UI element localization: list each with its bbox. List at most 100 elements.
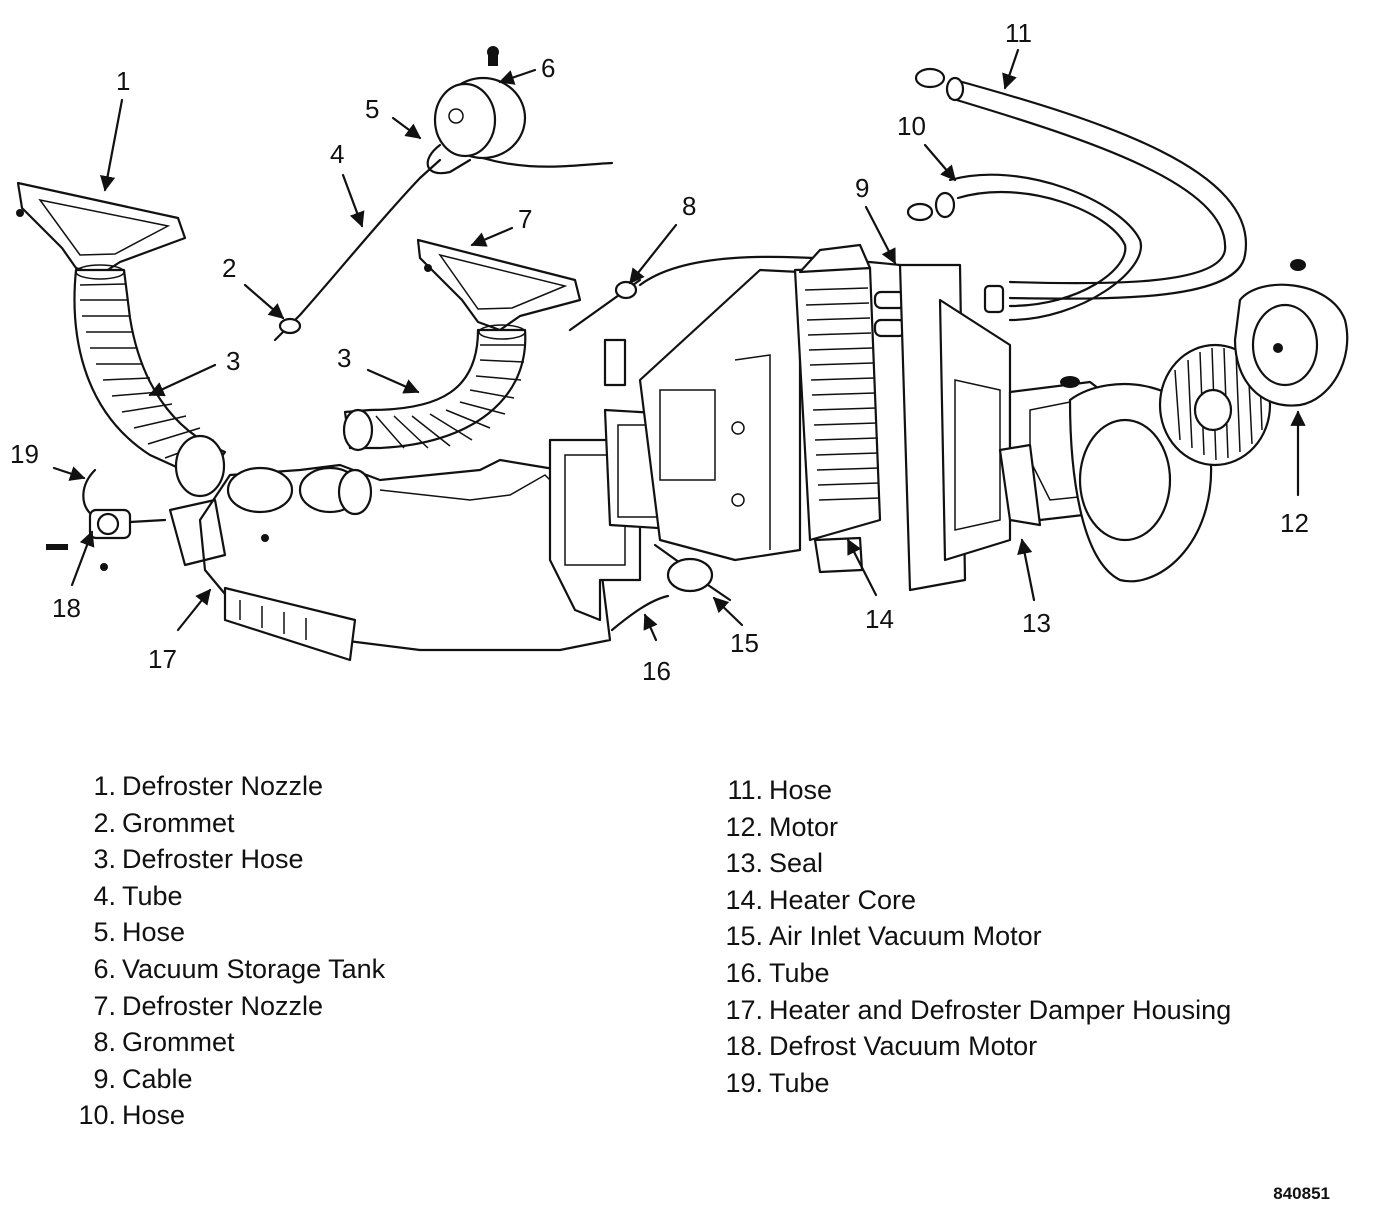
legend-label: Hose <box>122 917 186 948</box>
vacuum-storage-tank <box>426 46 527 175</box>
exploded-heater-diagram: 1 2 3 3 4 5 6 7 8 9 10 11 12 13 14 15 16… <box>10 18 1349 686</box>
legend-item-4: 4.Tube <box>68 878 385 915</box>
legend-num: 11. <box>727 775 763 805</box>
defroster-nozzle-left <box>16 181 187 277</box>
legend-item-17: 17.Heater and Defroster Damper Housing <box>715 992 1231 1029</box>
legend-item-10: 10.Hose <box>68 1097 385 1134</box>
legend-num: 8. <box>93 1027 116 1058</box>
legend-item-6: 6.Vacuum Storage Tank <box>68 951 385 988</box>
legend-right: 11.Hose 12.Motor 13.Seal 14.Heater Core … <box>715 772 1231 1101</box>
legend-item-1: 1.Defroster Nozzle <box>68 768 385 805</box>
legend-item-7: 7.Defroster Nozzle <box>68 988 385 1025</box>
callout-9: 9 <box>855 173 869 203</box>
legend-label: Seal <box>769 848 824 879</box>
grommet-2 <box>278 317 302 335</box>
legend-item-13: 13.Seal <box>715 845 1231 882</box>
callout-12: 12 <box>1280 508 1309 538</box>
legend-num: 12. <box>725 811 763 842</box>
legend-num: 1. <box>93 771 116 801</box>
legend-label: Air Inlet Vacuum Motor <box>769 921 1042 952</box>
grommet-8 <box>568 278 642 332</box>
legend-item-18: 18.Defrost Vacuum Motor <box>715 1028 1231 1065</box>
legend-num: 6. <box>93 953 116 984</box>
hose-10 <box>906 173 1143 322</box>
hose-11 <box>914 67 1248 300</box>
damper-housing <box>168 458 612 662</box>
legend-label: Vacuum Storage Tank <box>122 953 386 984</box>
callout-1: 1 <box>116 66 130 96</box>
defroster-hose-left <box>73 264 227 498</box>
legend-num: 14. <box>725 884 763 915</box>
legend-num: 3. <box>93 844 116 875</box>
blower-motor <box>1233 259 1349 407</box>
heater-case <box>638 268 802 562</box>
air-inlet-vacuum-motor <box>610 543 732 632</box>
legend-item-19: 19.Tube <box>715 1065 1231 1102</box>
callout-14: 14 <box>865 604 894 634</box>
legend-num: 7. <box>93 990 116 1021</box>
legend-label: Tube <box>769 1067 830 1098</box>
defrost-vacuum-motor <box>46 468 167 571</box>
callout-18: 18 <box>52 593 81 623</box>
legend-item-16: 16.Tube <box>715 955 1231 992</box>
legend-label: Defroster Hose <box>122 844 304 875</box>
legend-item-8: 8.Grommet <box>68 1024 385 1061</box>
legend-label: Motor <box>769 811 839 842</box>
legend-num: 13. <box>725 848 763 879</box>
vacuum-tube <box>273 158 442 342</box>
callout-arrows <box>52 48 1306 642</box>
legend-item-9: 9.Cable <box>68 1061 385 1098</box>
defroster-hose-right <box>342 324 527 452</box>
legend-left: 1.Defroster Nozzle 2.Grommet 3.Defroster… <box>68 768 385 1134</box>
core-cover <box>898 263 1012 592</box>
legend-item-15: 15.Air Inlet Vacuum Motor <box>715 918 1231 955</box>
legend-label: Hose <box>122 1100 186 1131</box>
heater-core <box>793 243 907 574</box>
legend-num: 5. <box>93 917 116 948</box>
callout-19: 19 <box>10 439 39 469</box>
legend-label: Defroster Nozzle <box>122 990 324 1021</box>
callout-16: 16 <box>642 656 671 686</box>
callout-4: 4 <box>330 139 344 169</box>
legend-label: Cable <box>122 1063 193 1094</box>
callout-6: 6 <box>541 53 555 83</box>
callout-labels: 1 2 3 3 4 5 6 7 8 9 10 11 12 13 14 15 16… <box>10 18 1309 686</box>
legend-num: 2. <box>93 807 116 838</box>
legend-num: 17. <box>725 994 763 1025</box>
callout-3-right: 3 <box>337 343 351 373</box>
callout-10: 10 <box>897 111 926 141</box>
callout-13: 13 <box>1022 608 1051 638</box>
legend-label: Tube <box>122 880 183 911</box>
legend-num: 19. <box>725 1067 763 1098</box>
legend-item-14: 14.Heater Core <box>715 882 1231 919</box>
legend-label: Tube <box>769 957 830 988</box>
legend-item-3: 3.Defroster Hose <box>68 841 385 878</box>
legend-label: Heater and Defroster Damper Housing <box>769 994 1232 1025</box>
legend-label: Hose <box>769 775 833 805</box>
figure-code: 840851 <box>1273 1184 1330 1203</box>
legend-num: 16. <box>725 957 763 988</box>
legend-item-12: 12.Motor <box>715 809 1231 846</box>
legend-item-11: 11.Hose <box>715 772 1231 809</box>
legend-item-5: 5.Hose <box>68 914 385 951</box>
legend-num: 9. <box>93 1063 116 1094</box>
legend-label: Defrost Vacuum Motor <box>769 1031 1038 1062</box>
legend-label: Grommet <box>122 1027 235 1058</box>
callout-7: 7 <box>518 204 532 234</box>
callout-8: 8 <box>682 191 696 221</box>
legend-num: 10. <box>78 1100 116 1131</box>
legend-num: 15. <box>725 921 763 952</box>
callout-11: 11 <box>1005 18 1032 48</box>
callout-15: 15 <box>730 628 759 658</box>
legend-num: 18. <box>725 1031 763 1062</box>
legend-item-2: 2.Grommet <box>68 805 385 842</box>
legend-num: 4. <box>93 880 116 911</box>
callout-17: 17 <box>148 644 177 674</box>
legend-label: Defroster Nozzle <box>122 771 324 801</box>
legend-label: Grommet <box>122 807 235 838</box>
callout-3-left: 3 <box>226 346 240 376</box>
defroster-nozzle-right <box>416 238 582 332</box>
callout-5: 5 <box>365 94 379 124</box>
callout-2: 2 <box>222 253 236 283</box>
legend-label: Heater Core <box>769 884 917 915</box>
